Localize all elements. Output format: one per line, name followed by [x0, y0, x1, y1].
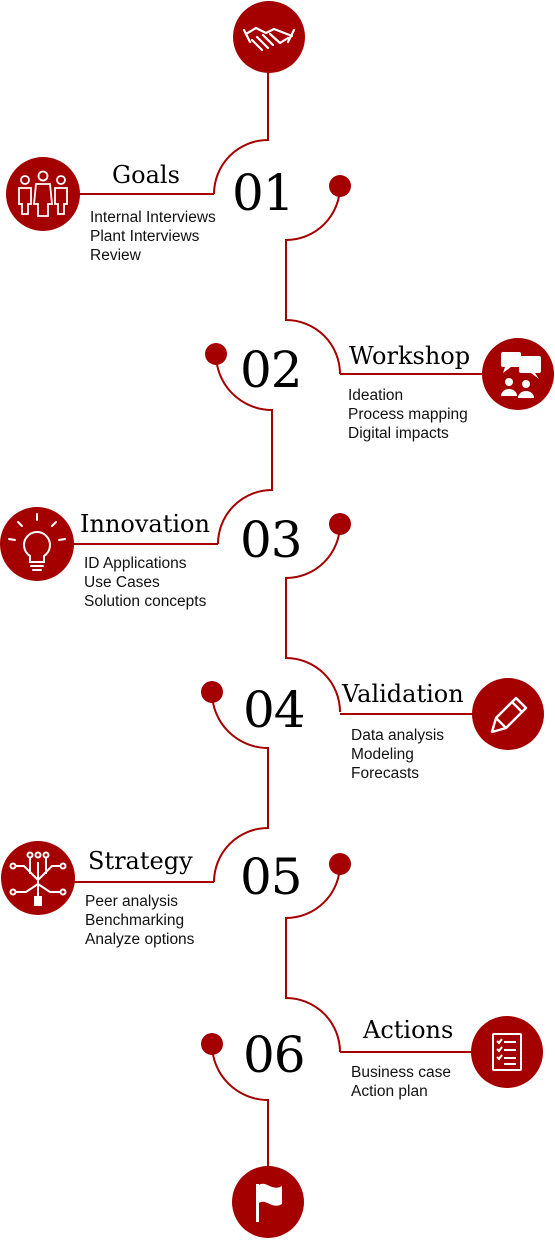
step-items-04: Data analysis Modeling Forecasts: [351, 726, 444, 783]
step-number-05: 05: [240, 848, 303, 906]
list-item: Digital impacts: [348, 425, 449, 442]
list-item: Business case: [351, 1064, 451, 1081]
dot-03: [329, 513, 351, 535]
step-title-goals: Goals: [112, 161, 180, 189]
step-number-04: 04: [243, 681, 306, 739]
list-item: Review: [90, 247, 141, 264]
step-number-02: 02: [240, 341, 303, 399]
network-icon: [1, 841, 75, 915]
list-item: Plant Interviews: [90, 228, 200, 245]
step-items-03: ID Applications Use Cases Solution conce…: [84, 554, 206, 611]
list-item: Action plan: [351, 1083, 428, 1100]
dot-01: [329, 175, 351, 197]
timeline-path: [211, 72, 341, 1170]
step-title-innovation: Innovation: [80, 510, 210, 538]
step-items-05: Peer analysis Benchmarking Analyze optio…: [85, 892, 194, 949]
step-title-strategy: Strategy: [88, 847, 193, 875]
dot-05: [329, 853, 351, 875]
list-item: Solution concepts: [84, 593, 207, 610]
list-item: Analyze options: [85, 931, 195, 948]
step-items-06: Business case Action plan: [351, 1063, 451, 1101]
list-item: Forecasts: [351, 765, 420, 782]
step-items-01: Internal Interviews Plant Interviews Rev…: [90, 208, 216, 265]
list-item: Data analysis: [351, 727, 445, 744]
discussion-icon: [482, 338, 554, 410]
dot-06: [201, 1033, 223, 1055]
list-item: Internal Interviews: [90, 209, 216, 226]
step-title-workshop: Workshop: [349, 342, 471, 370]
list-item: Process mapping: [348, 406, 468, 423]
list-item: Ideation: [348, 387, 404, 404]
step-items-02: Ideation Process mapping Digital impacts: [348, 386, 468, 443]
step-number-01: 01: [232, 164, 295, 222]
checklist-icon: [471, 1016, 543, 1088]
dot-02: [205, 343, 227, 365]
list-item: Peer analysis: [85, 893, 179, 910]
people-icon: [6, 157, 80, 231]
list-item: Benchmarking: [85, 912, 185, 929]
dot-04: [201, 681, 223, 703]
step-number-03: 03: [240, 511, 303, 569]
handshake-icon: [233, 1, 305, 73]
list-item: ID Applications: [84, 555, 187, 572]
pencil-icon: [472, 678, 544, 750]
list-item: Modeling: [351, 746, 414, 763]
flag-icon: [232, 1166, 304, 1238]
list-item: Use Cases: [84, 574, 160, 591]
step-number-06: 06: [243, 1026, 306, 1084]
step-title-validation: Validation: [342, 680, 464, 708]
lightbulb-icon: [0, 507, 74, 581]
step-title-actions: Actions: [363, 1016, 454, 1044]
